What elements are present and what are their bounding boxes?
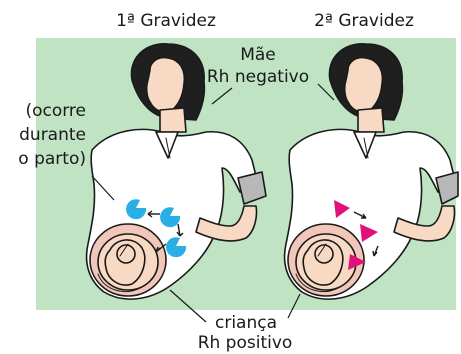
left-panel-title: 1ª Gravidez	[106, 10, 226, 32]
occurs-label-line3: o parto)	[4, 148, 86, 170]
mother-label-line2: Rh negativo	[196, 66, 320, 88]
child-label-line2: Rh positivo	[180, 332, 310, 354]
occurs-label-line1: (ocorre	[4, 100, 86, 122]
occurs-label-line2: durante	[4, 124, 86, 146]
mother-label-line1: Mãe	[208, 44, 308, 66]
right-panel-title: 2ª Gravidez	[304, 10, 424, 32]
child-label-line1: criança	[196, 312, 296, 334]
